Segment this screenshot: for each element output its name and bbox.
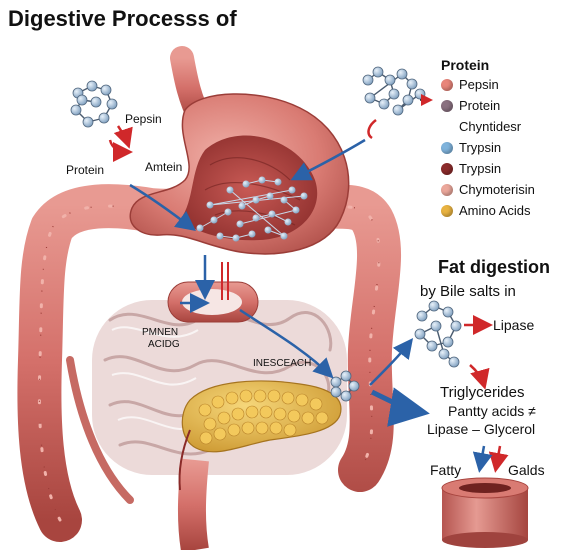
arrow-blue-stomach-in: [129, 183, 196, 232]
arrow-blue-legend: [290, 138, 366, 181]
stomach-particles: [196, 176, 308, 242]
amtein-label: Amtein: [145, 160, 183, 174]
arrow-blue-intestine-right: [369, 338, 414, 386]
legend-item: Chyntidesr: [441, 119, 521, 134]
pancreas: [178, 380, 342, 491]
legend-item: Pepsin: [441, 77, 499, 92]
legend-item: Trypsin: [441, 140, 501, 155]
legend-swatch: [441, 141, 453, 154]
pancreas-label: INESCEACH: [253, 358, 312, 369]
fatty-label: Fatty: [430, 462, 462, 478]
lipase-label: Lipase: [493, 317, 535, 333]
arrow-blue-big-right: [370, 387, 430, 427]
legend-label: Trypsin: [459, 140, 502, 155]
pantty-acids-label: Pantty acids ≠: [448, 403, 536, 419]
legend-label: Chyntidesr: [459, 119, 522, 134]
galds-label: Galds: [508, 462, 545, 478]
intestine-label-line2: ACIDG: [148, 339, 180, 350]
intestine-cross-section: [441, 477, 529, 548]
legend-item: Protein: [441, 98, 500, 113]
arrow-red-pepsin: [113, 125, 133, 149]
legend-swatch: [441, 183, 453, 196]
arrow-red-triglyc: [469, 364, 490, 390]
arrow-blue-down: [472, 445, 493, 473]
legend-item: Trypsin: [441, 161, 501, 176]
legend-item: Chymoterisin: [441, 182, 535, 197]
legend-swatch: [441, 162, 453, 175]
lipid-molecule: [414, 300, 462, 368]
intestine-label-line1: PMNEN: [142, 327, 179, 338]
arrow-red-legend-cluster: [367, 119, 377, 140]
lipase-glycerol-label: Lipase – Glycerol: [427, 421, 536, 437]
arrow-red-protein: [108, 139, 133, 162]
fat-digestion-subtitle: by Bile salts in: [420, 283, 516, 300]
legend-label: Protein: [459, 98, 501, 113]
pepsin-molecule: [70, 80, 118, 128]
intestine-molecule: [330, 370, 360, 402]
protein-molecule: [362, 66, 426, 116]
legend-label: Trypsin: [459, 161, 502, 176]
fat-digestion-title: Fat digestion: [438, 257, 550, 277]
legend-label: Chymoterisin: [459, 182, 535, 197]
page-title: Digestive Processs of: [8, 6, 237, 31]
pathway-arrows: [108, 94, 509, 473]
legend-title: Protein: [441, 57, 490, 73]
rectum: [177, 458, 209, 550]
legend-item: Amino Acids: [441, 203, 531, 218]
arrow-blue-to-intestine: [239, 308, 334, 379]
legend-label: Pepsin: [459, 77, 499, 92]
legend-swatch: [441, 204, 453, 217]
arrow-red-down: [488, 445, 509, 473]
pepsin-label: Pepsin: [125, 112, 162, 126]
legend-swatch: [441, 99, 453, 112]
triglycerides-label: Triglycerides: [440, 384, 525, 401]
legend-swatch: [441, 78, 453, 91]
protein-label: Protein: [66, 163, 105, 177]
legend-label: Amino Acids: [459, 203, 531, 218]
molecule-clusters: [70, 66, 462, 402]
